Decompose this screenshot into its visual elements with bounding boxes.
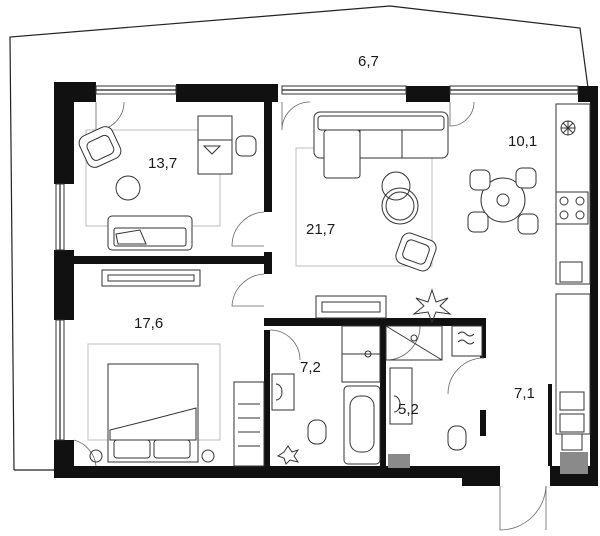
room-label-bathroom-1: 7,2: [300, 359, 321, 376]
room-label-living: 21,7: [306, 221, 335, 238]
sofa-icon: [313, 111, 449, 179]
terrace-boundary: [9, 5, 589, 471]
bedroom-small-furniture: [78, 115, 257, 251]
bathroom-1-fixtures: [271, 325, 381, 465]
armchair-icon: [78, 126, 122, 168]
room-label-kitchen: 10,1: [508, 133, 537, 150]
doors: [73, 101, 547, 531]
fan-icon: [560, 120, 576, 136]
room-label-terrace: 6,7: [358, 53, 379, 70]
room-label-hall: 7,1: [514, 385, 535, 402]
kitchen-furniture: [467, 103, 591, 285]
living-armchair-icon: [395, 232, 437, 272]
exterior-walls: [54, 82, 598, 486]
windows: [55, 85, 579, 441]
interior-walls: [74, 100, 552, 466]
hall-furniture: [555, 293, 591, 474]
plant-icon: [412, 288, 452, 324]
bathroom-2-fixtures: [385, 325, 483, 468]
room-label-bedroom-master: 17,6: [134, 315, 163, 332]
master-bedroom-furniture: [87, 269, 265, 467]
room-label-bathroom-2: 5,2: [398, 401, 419, 418]
room-labels: 6,7 13,7 21,7 10,1 17,6 7,2 5,2 7,1: [134, 53, 537, 418]
room-label-bedroom-small: 13,7: [148, 155, 177, 172]
bath-plant-icon: [276, 445, 300, 465]
living-furniture: [295, 111, 452, 324]
